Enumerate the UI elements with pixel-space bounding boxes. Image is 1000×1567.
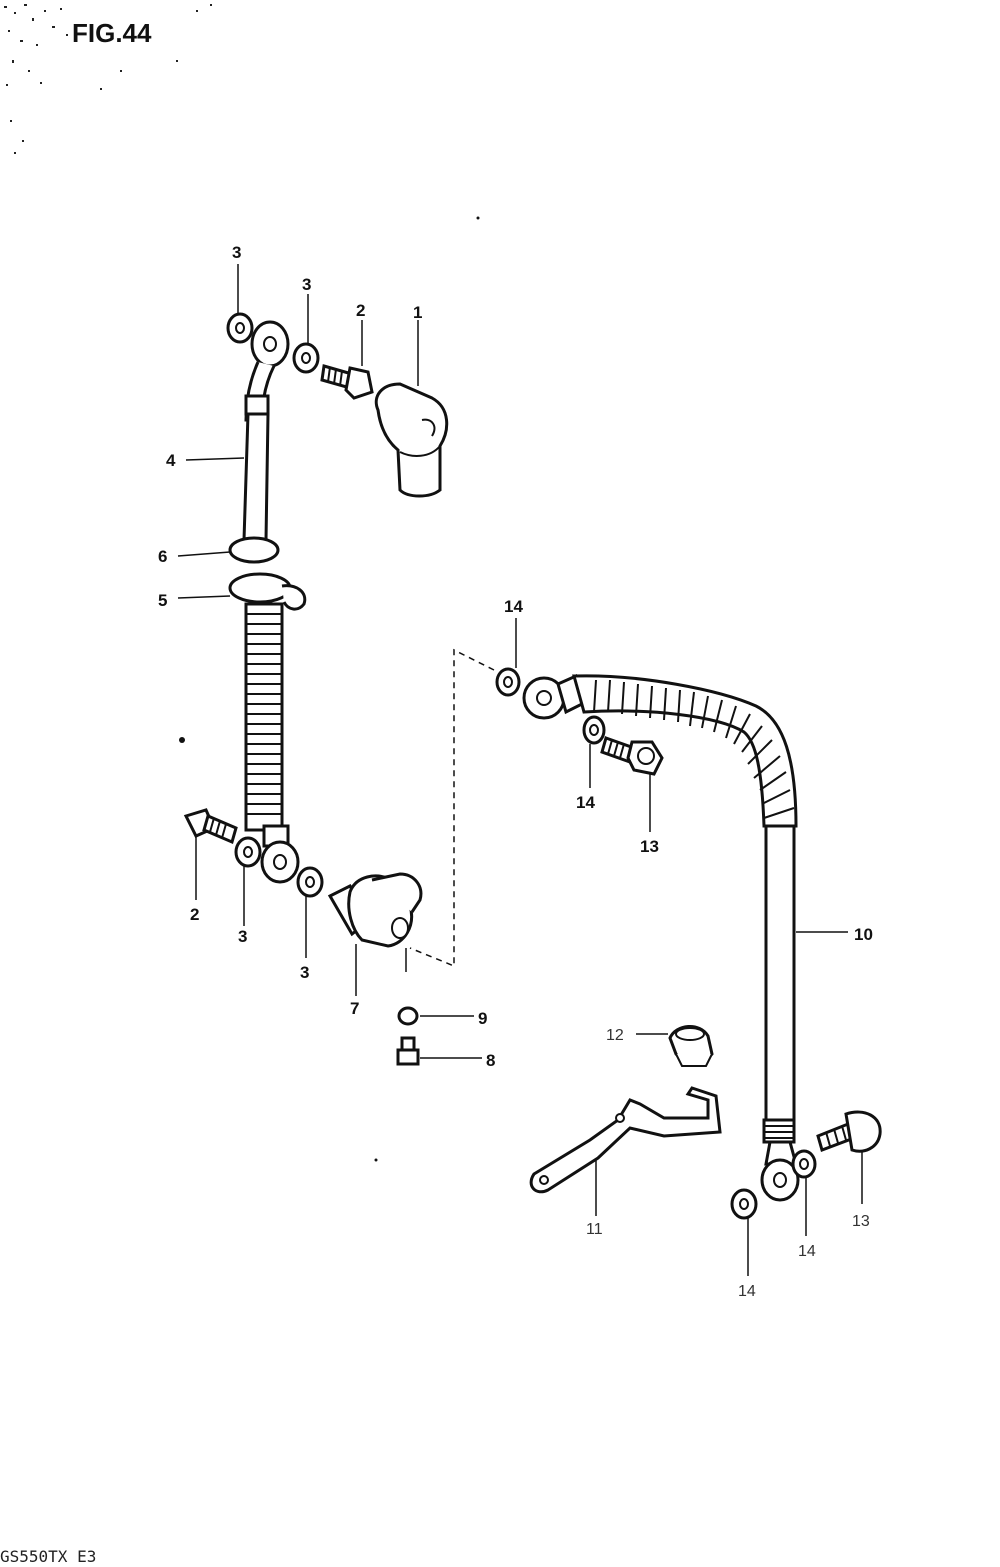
stray-dot <box>374 1158 378 1162</box>
clamp-part-5 <box>228 572 292 604</box>
callout-3-top-left: 3 <box>232 243 241 262</box>
callout-13-bottom: 13 <box>852 1213 870 1230</box>
callout-3-bottom-mid: 3 <box>300 963 309 982</box>
callout-9: 9 <box>478 1009 487 1028</box>
callout-3-bottom-left: 3 <box>238 927 247 946</box>
nut-part-9 <box>397 1006 419 1026</box>
callout-14-top: 14 <box>504 597 523 616</box>
callout-12: 12 <box>606 1027 624 1044</box>
assembly-relation-dashed-line <box>409 648 495 968</box>
callout-7: 7 <box>350 999 359 1018</box>
oil-hose-part-10 <box>522 673 800 1202</box>
cap-part-1 <box>374 382 449 498</box>
callout-14-bottom: 14 <box>738 1283 756 1300</box>
bolt-part-13-bottom <box>816 1110 882 1153</box>
callout-8: 8 <box>486 1051 495 1070</box>
callout-14-bottom-right: 14 <box>798 1243 816 1260</box>
stray-dot <box>476 216 480 220</box>
callout-3-top-right: 3 <box>302 275 311 294</box>
stray-dot <box>179 737 185 743</box>
callout-13-mid: 13 <box>640 837 659 856</box>
oil-hose-part-4 <box>228 320 307 884</box>
callout-11: 11 <box>586 1221 603 1238</box>
grommet-part-12 <box>668 1025 714 1067</box>
model-code-footer: GS550TX E3 <box>0 1547 96 1566</box>
figure-title: FIG.44 <box>72 18 152 48</box>
scan-noise <box>4 4 212 154</box>
callout-5: 5 <box>158 591 167 610</box>
bolt-part-2-bottom <box>183 808 238 845</box>
callout-1: 1 <box>413 303 422 322</box>
bolt-part-13-mid <box>600 736 664 776</box>
callout-14-mid: 14 <box>576 793 595 812</box>
grommet-part-6 <box>228 536 280 564</box>
callout-6: 6 <box>158 547 167 566</box>
screw-part-8 <box>396 1036 420 1066</box>
callout-4: 4 <box>166 451 176 470</box>
bracket-part-11 <box>529 1086 722 1194</box>
union-part-7 <box>327 872 423 948</box>
callout-2-bottom: 2 <box>190 905 199 924</box>
leader-lines <box>177 264 863 1276</box>
bolt-part-2-top <box>320 364 374 400</box>
callout-10: 10 <box>854 925 873 944</box>
callout-2-top: 2 <box>356 301 365 320</box>
